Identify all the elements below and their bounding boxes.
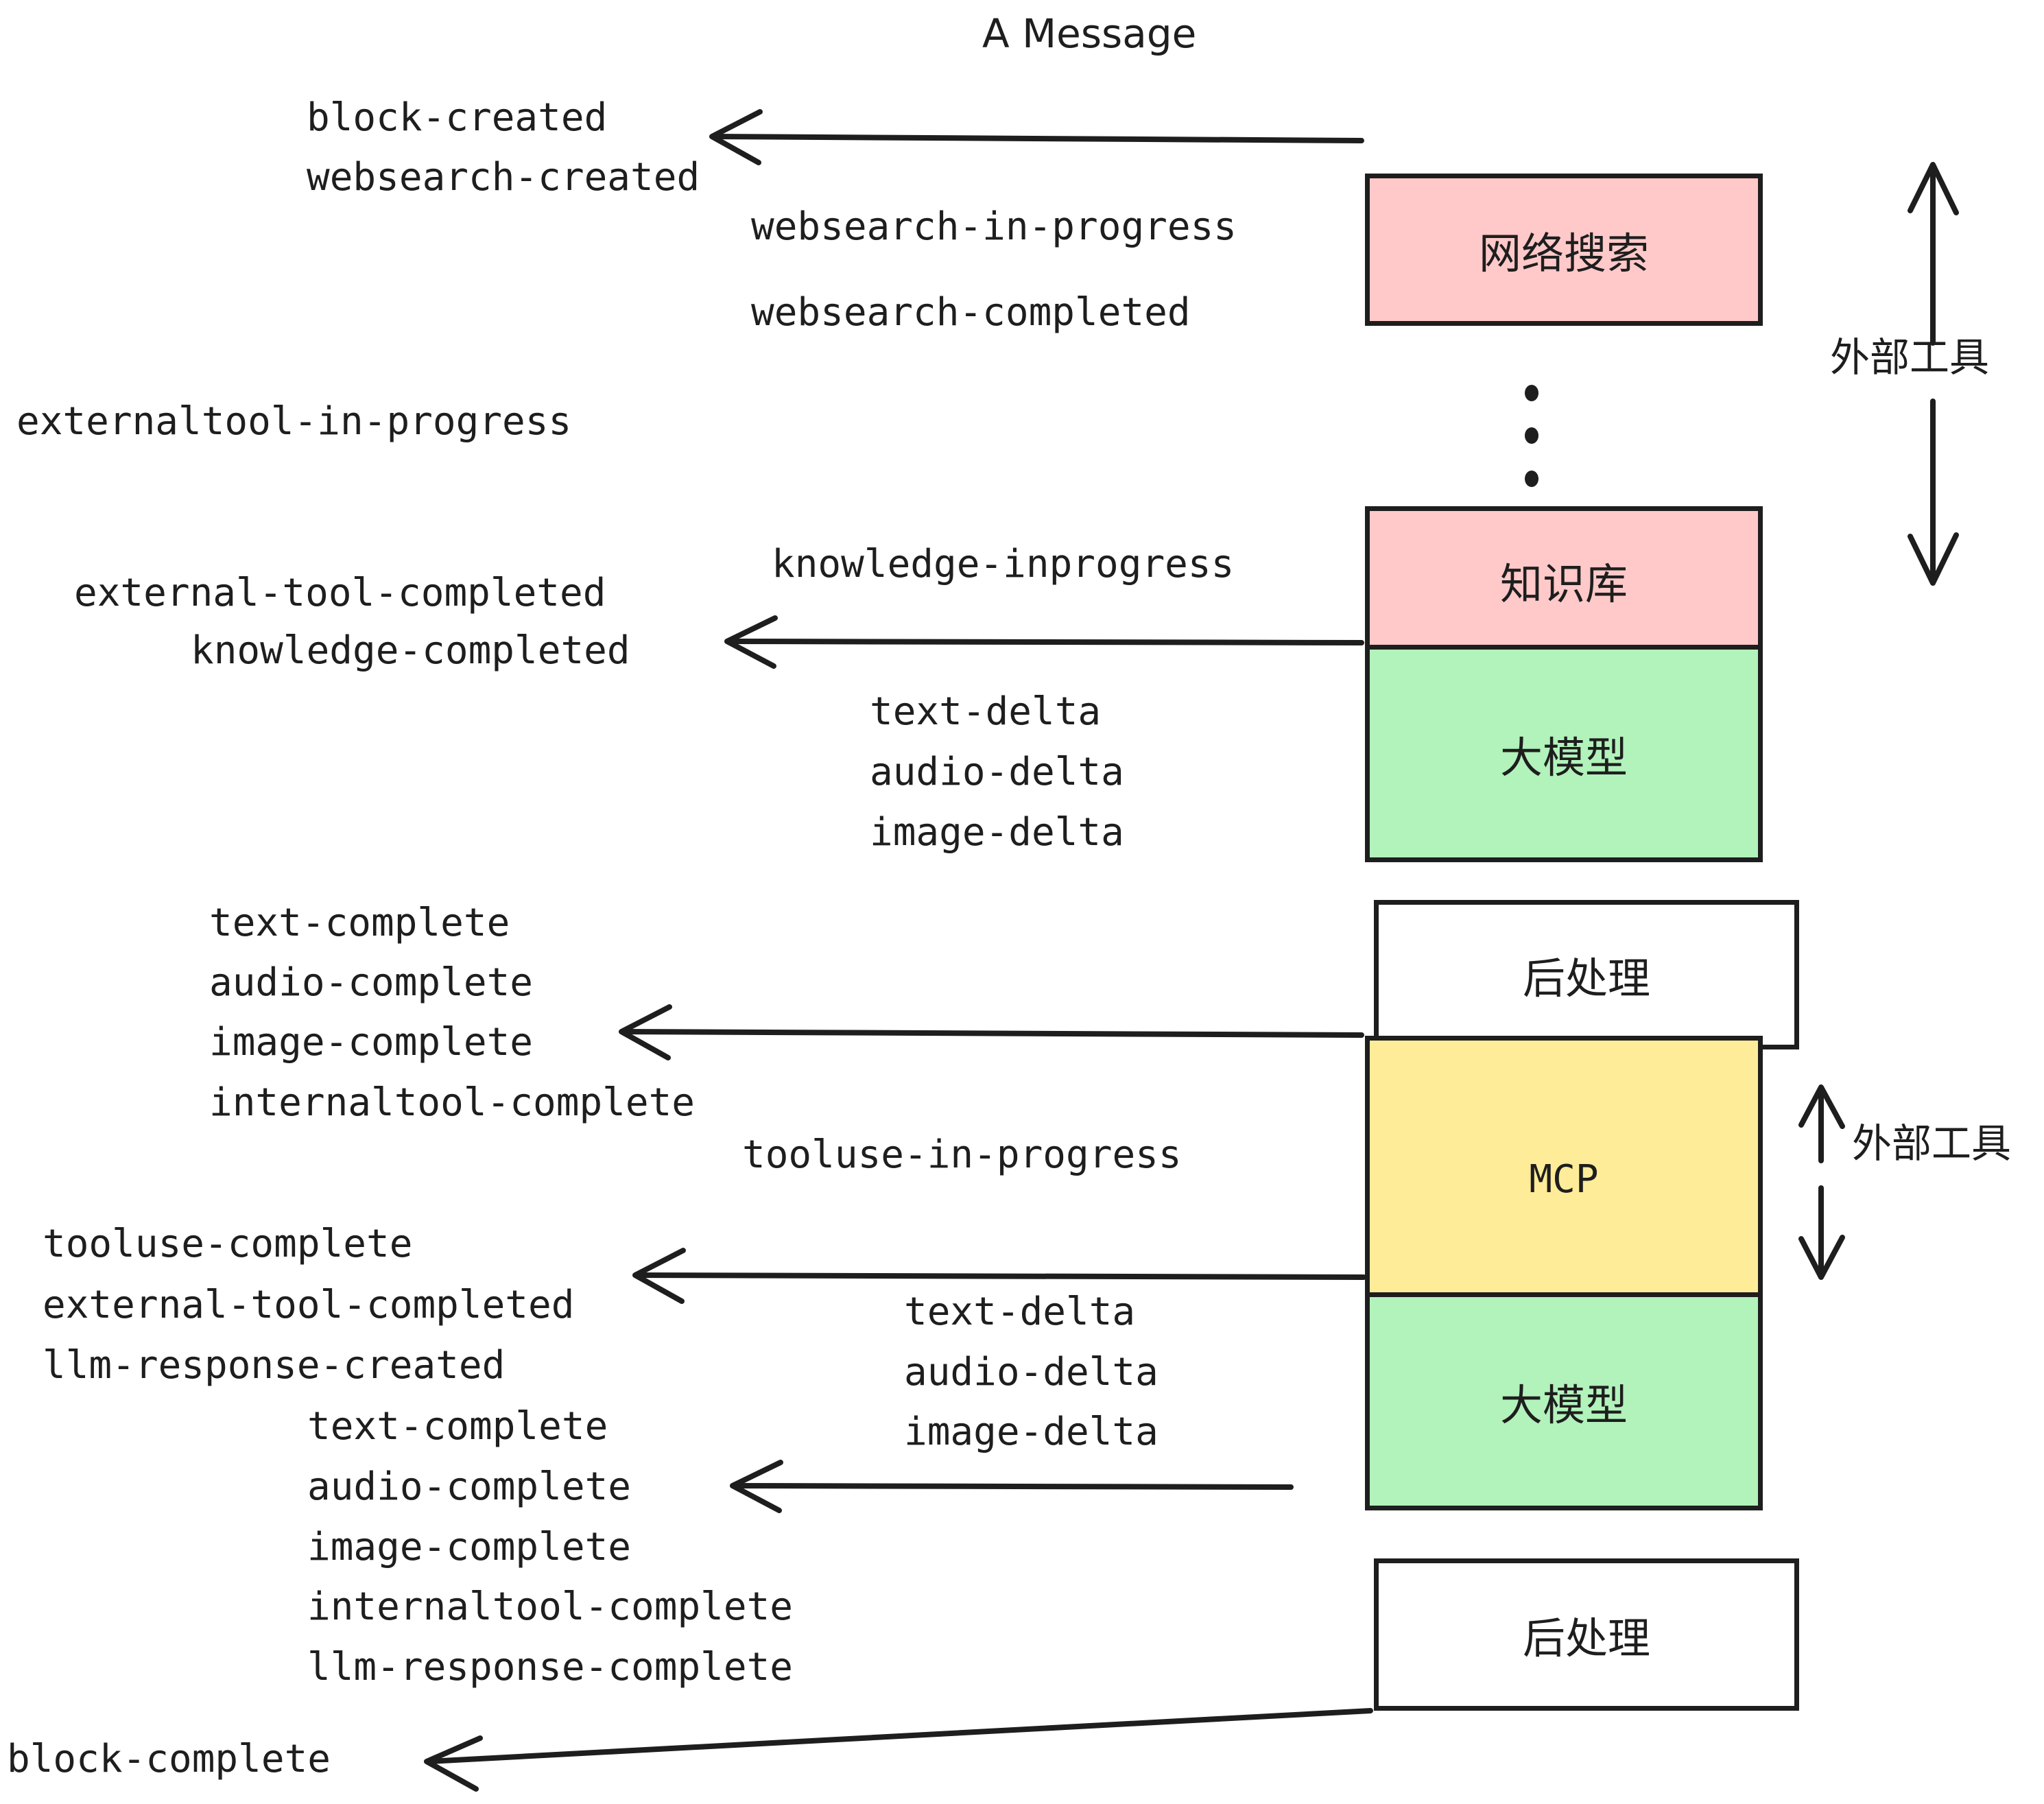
- box-label-postprocess-1: 后处理: [1522, 953, 1650, 1004]
- event-label-audio-complete-1: audio-complete: [209, 960, 534, 1005]
- event-label-image-delta-1: image-delta: [870, 810, 1124, 855]
- arrow-postprocess-to-image-complete: [619, 1004, 1364, 1060]
- event-label-llm-response-complete: llm-response-complete: [307, 1645, 794, 1689]
- event-label-text-delta-1: text-delta: [870, 689, 1102, 734]
- ellipsis-dot-1: [1525, 385, 1538, 401]
- arrow-external-tools-bottom: [1798, 1084, 1845, 1280]
- box-label-llm-1: 大模型: [1499, 732, 1628, 783]
- box-label-postprocess-2: 后处理: [1522, 1613, 1650, 1663]
- box-llm-1[interactable]: 大模型: [1365, 645, 1763, 862]
- event-label-audio-complete-2: audio-complete: [307, 1464, 632, 1509]
- box-websearch[interactable]: 网络搜索: [1365, 174, 1763, 326]
- ellipsis-dot-3: [1525, 471, 1538, 487]
- page-title: A Message: [982, 10, 1197, 57]
- side-label-external-tools-top: 外部工具: [1830, 334, 1990, 381]
- event-label-externaltool-in-progress: externaltool-in-progress: [16, 399, 572, 444]
- event-label-knowledge-completed: knowledge-completed: [191, 628, 630, 673]
- box-label-knowledge: 知识库: [1499, 558, 1628, 609]
- event-label-audio-delta-1: audio-delta: [870, 750, 1124, 794]
- event-label-text-complete-1: text-complete: [209, 901, 510, 945]
- event-label-external-tool-completed-1: external-tool-completed: [74, 571, 606, 615]
- event-label-websearch-completed: websearch-completed: [751, 290, 1191, 335]
- event-label-text-complete-2: text-complete: [307, 1404, 608, 1449]
- event-label-block-complete: block-complete: [7, 1737, 331, 1781]
- event-label-image-complete-2: image-complete: [307, 1525, 632, 1569]
- ellipsis-dot-2: [1525, 427, 1538, 444]
- event-label-websearch-created: websearch-created: [307, 155, 700, 200]
- event-label-internaltool-complete-1: internaltool-complete: [209, 1080, 696, 1125]
- box-postprocess-1[interactable]: 后处理: [1374, 900, 1799, 1049]
- event-label-external-tool-completed-2: external-tool-completed: [43, 1283, 575, 1327]
- event-label-audio-delta-2: audio-delta: [904, 1350, 1158, 1394]
- box-label-llm-2: 大模型: [1499, 1380, 1628, 1430]
- box-label-mcp: MCP: [1529, 1156, 1599, 1202]
- arrow-knowledge-to-completed: [724, 615, 1364, 669]
- arrow-postprocess2-to-block-complete: [424, 1708, 1373, 1792]
- box-postprocess-2[interactable]: 后处理: [1374, 1558, 1799, 1711]
- box-label-websearch: 网络搜索: [1478, 228, 1649, 278]
- box-mcp[interactable]: MCP: [1365, 1036, 1763, 1322]
- event-label-tooluse-complete: tooluse-complete: [43, 1222, 413, 1266]
- box-llm-2[interactable]: 大模型: [1365, 1292, 1763, 1510]
- event-label-text-delta-2: text-delta: [904, 1290, 1136, 1334]
- side-label-external-tools-bottom: 外部工具: [1852, 1120, 2012, 1167]
- event-label-websearch-in-progress: websearch-in-progress: [751, 204, 1237, 249]
- event-label-block-created: block-created: [307, 95, 608, 140]
- arrow-llm2-to-audio-complete: [730, 1460, 1294, 1513]
- event-label-image-delta-2: image-delta: [904, 1410, 1158, 1454]
- arrow-websearch-to-created: [709, 109, 1364, 165]
- box-knowledge[interactable]: 知识库: [1365, 506, 1763, 654]
- event-label-llm-response-created: llm-response-created: [43, 1343, 506, 1388]
- event-label-knowledge-inprogress: knowledge-inprogress: [772, 542, 1235, 586]
- event-label-internaltool-complete-2: internaltool-complete: [307, 1585, 794, 1629]
- event-label-image-complete-1: image-complete: [209, 1020, 534, 1065]
- event-label-tooluse-in-progress: tooluse-in-progress: [742, 1132, 1182, 1177]
